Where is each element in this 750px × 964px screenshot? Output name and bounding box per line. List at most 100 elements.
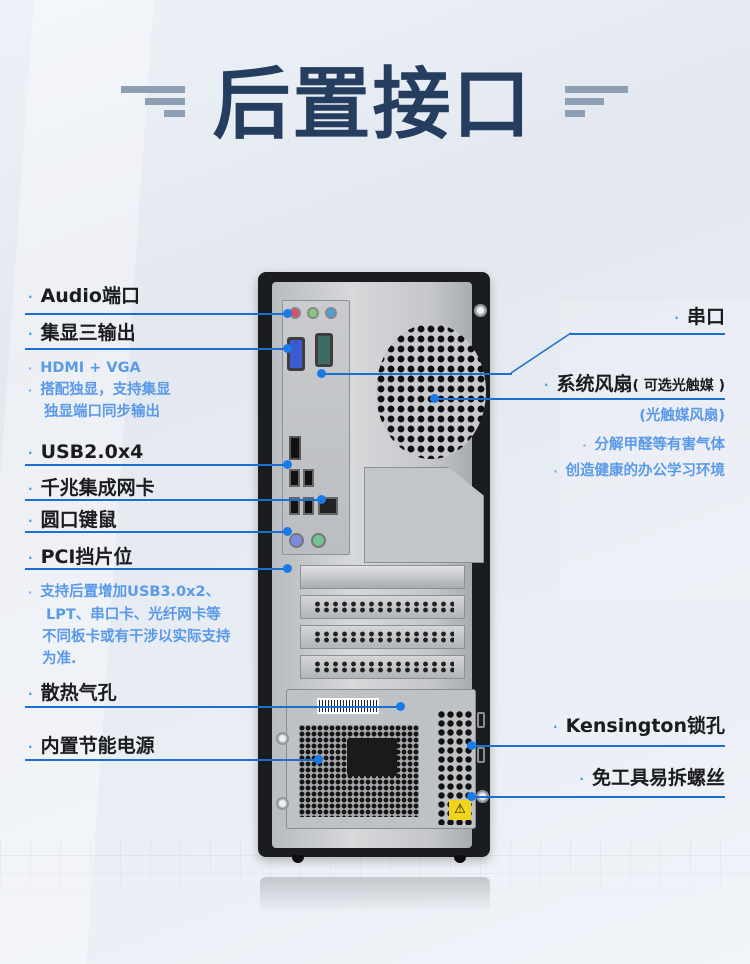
callout-line-serial-h [322,373,512,375]
callout-line-screw [475,796,725,798]
label-serial: ·串口 [674,306,725,328]
label-toolless-screw: ·免工具易拆螺丝 [579,767,725,789]
label-ps2: ·圆口键鼠 [28,509,117,531]
bullet-icon: · [28,384,33,397]
audio-jack-green [307,307,319,319]
pointer-dot [317,495,326,504]
bullet-icon: · [28,686,33,701]
bullet-icon: · [579,771,584,786]
pointer-dot [396,702,405,711]
note-pci-2: LPT、串口卡、光纤网卡等 [46,607,221,623]
pci-slot [300,655,465,679]
callout-line-serial [570,333,725,335]
pc-case-rear: ⚠ [258,272,490,863]
label-audio-port: ·Audio端口 [28,285,140,307]
bullet-icon: · [28,513,33,528]
usb-port [303,497,314,515]
note-igpu-2: ·搭配独显，支持集显 [28,382,171,398]
callout-line-pci [25,568,287,570]
header: 后置接口 [0,60,750,150]
audio-jack-blue [325,307,337,319]
bullet-icon: · [553,465,558,478]
label-pci: ·PCI挡片位 [28,546,133,568]
pci-slot-cover [300,565,465,589]
bullet-icon: · [553,719,558,734]
hdmi-port [289,436,301,460]
title-decor-right [565,110,585,117]
chassis-panel [364,467,484,563]
callout-line-ps2 [25,531,287,533]
kensington-lock-slot [477,712,485,728]
pci-vent-holes [313,661,454,673]
note-pci-3: 不同板卡或有干涉以实际支持 [42,629,231,645]
pci-vent-holes [313,601,454,613]
callout-line-lan [25,499,321,501]
pointer-dot [467,741,476,750]
callout-line-kensington [475,745,725,747]
bullet-icon: · [28,445,33,460]
ps2-keyboard-port [289,533,304,548]
pointer-dot [467,792,476,801]
warning-icon: ⚠ [449,800,471,820]
thumb-screw-icon [276,732,289,745]
title-decor-left [145,98,185,105]
pci-vent-holes [313,631,454,643]
bullet-icon: · [28,739,33,754]
pointer-dot [283,309,292,318]
power-socket [347,738,397,776]
pointer-dot [430,394,439,403]
note-igpu-1: ·HDMI + VGA [28,360,141,376]
io-shield [282,300,350,555]
pci-slot [300,625,465,649]
label-psu: ·内置节能电源 [28,735,155,757]
note-fan-3: ·创造健康的办公学习环境 [553,463,725,479]
case-reflection [260,877,490,913]
ps2-mouse-port [311,533,326,548]
pointer-dot [283,344,292,353]
callout-line-audio [25,313,287,315]
title-decor-right [565,86,628,93]
bullet-icon: · [582,439,587,452]
pointer-dot [317,369,326,378]
label-vent: ·散热气孔 [28,682,117,704]
bullet-icon: · [28,586,33,599]
note-igpu-3: 独显端口同步输出 [44,404,160,420]
label-usb2: ·USB2.0x4 [28,441,144,463]
title-decor-left [164,110,185,117]
pointer-dot [283,460,292,469]
thumb-screw-icon [276,797,289,810]
pointer-dot [314,755,323,764]
label-igpu-output: ·集显三输出 [28,322,136,344]
note-pci-4: 为准. [42,651,77,667]
case-chassis: ⚠ [272,282,486,848]
callout-diagonal-serial [510,332,572,374]
power-supply-unit: ⚠ [286,689,476,829]
usb-port [303,469,314,487]
pointer-dot [283,527,292,536]
case-foot [454,855,466,863]
note-fan-1: (光触媒风扇) [639,408,725,424]
title-decor-right [565,98,604,105]
note-fan-2: ·分解甲醛等有害气体 [582,437,725,453]
note-pci-1: ·支持后置增加USB3.0x2、 [28,584,221,600]
pointer-dot [283,564,292,573]
title-decor-left [121,86,185,93]
callout-line-vent [25,706,400,708]
bullet-icon: · [28,550,33,565]
callout-line-fan [435,398,725,400]
page-title: 后置接口 [212,60,533,150]
bullet-icon: · [28,362,33,375]
serial-port [315,333,333,367]
bullet-icon: · [28,289,33,304]
bullet-icon: · [674,310,679,325]
label-system-fan: ·系统风扇( 可选光触媒 ) [543,373,725,395]
fan-grille [376,324,486,459]
callout-line-igpu [25,348,287,350]
pci-slot [300,595,465,619]
label-kensington: ·Kensington锁孔 [553,715,725,737]
callout-line-psu [25,759,318,761]
bullet-icon: · [28,326,33,341]
kensington-lock-slot [477,747,485,763]
vga-port [287,337,305,371]
label-lan: ·千兆集成网卡 [28,477,155,499]
